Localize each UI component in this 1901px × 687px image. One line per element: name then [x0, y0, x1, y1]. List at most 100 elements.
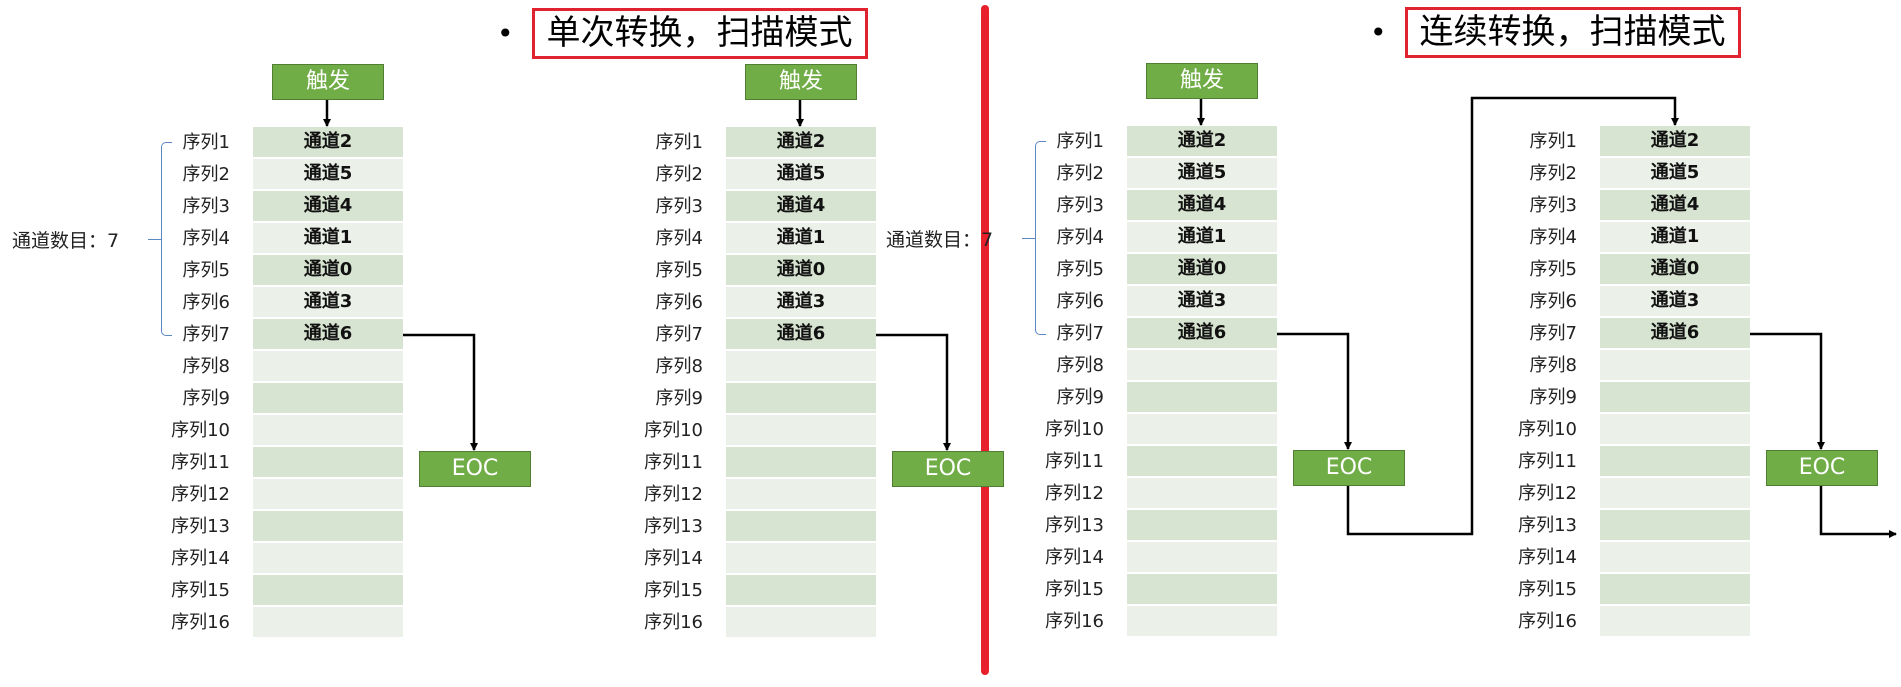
sequence-label: 序列14: [1045, 547, 1104, 568]
sequence-label: 序列5: [1529, 259, 1577, 280]
sequence-label: 序列3: [655, 196, 703, 217]
sequence-label: 序列12: [1045, 483, 1104, 504]
channel-cell: [1127, 350, 1277, 380]
channel-cell: [253, 351, 403, 381]
channel-cell: [726, 351, 876, 381]
bracket-tick: [148, 239, 162, 240]
section-divider: [981, 5, 989, 675]
channel-cell: 通道3: [1127, 286, 1277, 316]
sequence-label: 序列2: [182, 164, 230, 185]
sequence-label: 序列8: [1056, 355, 1104, 376]
channel-cell: 通道2: [726, 127, 876, 157]
sequence-label: 序列11: [1045, 451, 1104, 472]
channel-cell: 通道6: [726, 319, 876, 349]
channel-cell: 通道4: [726, 191, 876, 221]
bullet-icon: •: [1370, 16, 1387, 50]
heading-continuous-title: 连续转换，扫描模式: [1404, 7, 1741, 59]
sequence-label: 序列10: [1518, 419, 1577, 440]
trigger-box: 触发: [1146, 63, 1258, 99]
channel-cell: [726, 543, 876, 573]
sequence-label: 序列11: [1518, 451, 1577, 472]
heading-single-scan: • 单次转换，扫描模式: [497, 8, 868, 60]
channel-cell: [1127, 382, 1277, 412]
sequence-label: 序列8: [182, 356, 230, 377]
channel-cell: 通道5: [726, 159, 876, 189]
channel-cell: [726, 447, 876, 477]
channel-count-bracket: [148, 142, 172, 336]
channel-cell: 通道0: [253, 255, 403, 285]
sequence-label: 序列11: [644, 452, 703, 473]
sequence-label: 序列2: [1056, 163, 1104, 184]
channel-cell: 通道5: [1600, 158, 1750, 188]
sequence-label: 序列14: [1518, 547, 1577, 568]
channel-cell: [726, 415, 876, 445]
eoc-arrow: [1277, 332, 1352, 450]
loop-arrow: [1819, 484, 1897, 538]
sequence-label: 序列12: [1518, 483, 1577, 504]
sequence-label: 序列16: [644, 612, 703, 633]
eoc-arrow: [876, 333, 951, 451]
sequence-label: 序列14: [171, 548, 230, 569]
channel-cell: [253, 575, 403, 605]
sequence-label: 序列9: [182, 388, 230, 409]
channel-cell: [1600, 414, 1750, 444]
channel-cell: [1600, 606, 1750, 636]
loop-arrow: [1346, 96, 1679, 536]
sequence-label: 序列1: [655, 132, 703, 153]
sequence-label: 序列8: [655, 356, 703, 377]
sequence-label: 序列6: [1056, 291, 1104, 312]
channel-cell: 通道0: [1600, 254, 1750, 284]
sequence-label: 序列2: [655, 164, 703, 185]
sequence-label: 序列12: [644, 484, 703, 505]
channel-cell: 通道0: [1127, 254, 1277, 284]
channel-cell: [253, 511, 403, 541]
sequence-label: 序列10: [171, 420, 230, 441]
channel-cell: [1600, 574, 1750, 604]
sequence-label: 序列16: [171, 612, 230, 633]
eoc-box: EOC: [1293, 450, 1405, 486]
sequence-label: 序列16: [1518, 611, 1577, 632]
channel-cell: 通道3: [1600, 286, 1750, 316]
trigger-box: 触发: [272, 64, 384, 100]
channel-cell: 通道1: [1127, 222, 1277, 252]
channel-cell: 通道6: [1127, 318, 1277, 348]
trigger-box: 触发: [745, 64, 857, 100]
sequence-label: 序列3: [1056, 195, 1104, 216]
bracket-tick: [1022, 238, 1036, 239]
channel-cell: [253, 479, 403, 509]
sequence-label: 序列9: [1529, 387, 1577, 408]
sequence-label: 序列13: [171, 516, 230, 537]
channel-cell: [1600, 446, 1750, 476]
channel-cell: [1127, 606, 1277, 636]
sequence-label: 序列6: [182, 292, 230, 313]
channel-cell: [253, 415, 403, 445]
sequence-label: 序列9: [655, 388, 703, 409]
channel-cell: [253, 607, 403, 637]
sequence-label: 序列9: [1056, 387, 1104, 408]
channel-cell: [1600, 350, 1750, 380]
channel-cell: [726, 479, 876, 509]
sequence-label: 序列4: [655, 228, 703, 249]
channel-cell: 通道1: [1600, 222, 1750, 252]
channel-cell: [1127, 510, 1277, 540]
sequence-label: 序列15: [644, 580, 703, 601]
eoc-arrow: [1750, 332, 1825, 450]
eoc-box: EOC: [419, 451, 531, 487]
channel-cell: 通道5: [253, 159, 403, 189]
sequence-label: 序列5: [1056, 259, 1104, 280]
channel-cell: 通道6: [253, 319, 403, 349]
sequence-label: 序列14: [644, 548, 703, 569]
sequence-label: 序列3: [182, 196, 230, 217]
sequence-label: 序列4: [1056, 227, 1104, 248]
sequence-label: 序列13: [644, 516, 703, 537]
channel-count-label: 通道数目：7: [886, 229, 994, 251]
sequence-label: 序列7: [655, 324, 703, 345]
sequence-label: 序列1: [1056, 131, 1104, 152]
sequence-label: 序列5: [182, 260, 230, 281]
sequence-label: 序列11: [171, 452, 230, 473]
